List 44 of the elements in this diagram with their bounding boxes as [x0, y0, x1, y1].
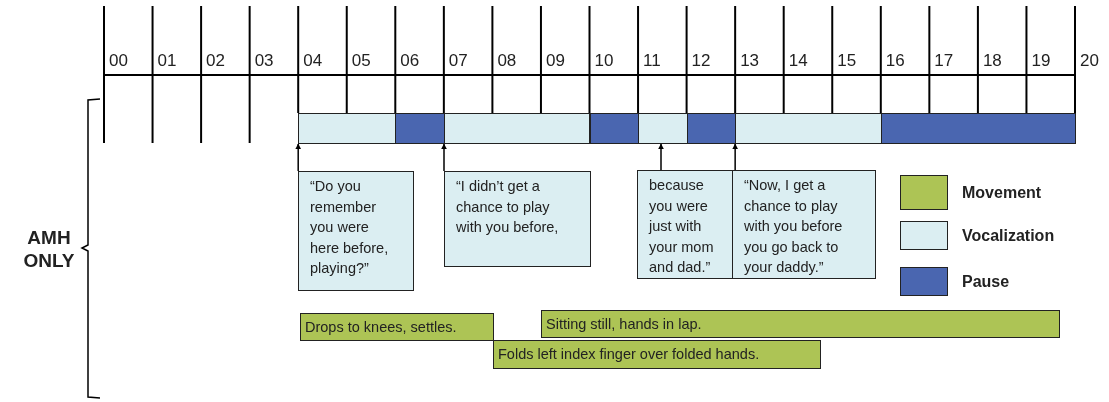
time-tick-label: 19: [1031, 52, 1051, 69]
time-tick-label: 15: [837, 52, 857, 69]
pause-segment: [589, 113, 640, 144]
time-tick-label: 06: [400, 52, 420, 69]
group-label: AMH ONLY: [22, 226, 76, 272]
time-tick-label: 18: [982, 52, 1002, 69]
movement-box: Folds left index finger over folded hands.: [493, 340, 821, 369]
time-tick-label: 20: [1080, 52, 1099, 69]
leader-arrow: [295, 143, 302, 172]
leader-arrow: [441, 143, 447, 172]
time-tick-label: 12: [691, 52, 711, 69]
time-tick-label: 16: [885, 52, 905, 69]
time-tick-label: 11: [643, 52, 661, 69]
pause-segment: [880, 113, 1076, 144]
vocalization-segment: [638, 113, 688, 144]
vocalization-segment: [443, 113, 591, 144]
time-tick-label: 08: [497, 52, 517, 69]
movement-box: Drops to knees, settles.: [300, 313, 494, 341]
vocalization-segment: [298, 113, 397, 144]
leader-arrow: [732, 143, 739, 171]
time-tick-label: 05: [351, 52, 371, 69]
legend-label: Pause: [962, 273, 1010, 291]
legend-label: Movement: [962, 184, 1042, 202]
time-tick-label: 01: [157, 52, 177, 69]
time-tick-label: 04: [303, 52, 323, 69]
leader-arrow: [658, 143, 664, 171]
time-tick-label: 02: [206, 52, 225, 69]
time-tick-label: 13: [740, 52, 760, 69]
time-tick-label: 09: [545, 52, 565, 69]
vocalization-box: because you were just with your mom and dad.”: [637, 170, 733, 279]
time-tick-label: 17: [934, 52, 954, 69]
time-tick-label: 03: [254, 52, 274, 69]
time-tick-label: 10: [594, 52, 614, 69]
time-tick-label: 00: [109, 52, 128, 69]
movement-box: Sitting still, hands in lap.: [541, 310, 1060, 338]
pause-segment: [395, 113, 445, 144]
vocalization-box: “Do you remember you were here before, playing?”: [298, 171, 414, 291]
legend-label: Vocalization: [962, 227, 1055, 245]
time-tick-label: 07: [448, 52, 468, 69]
vocalization-box: “I didn’t get a chance to play with you before,: [444, 171, 591, 267]
pause-segment: [686, 113, 737, 144]
vocalization-box: “Now, I get a chance to play with you before you go back to your daddy.”: [732, 170, 876, 279]
time-tick-label: 14: [788, 52, 808, 69]
vocalization-segment: [735, 113, 882, 144]
